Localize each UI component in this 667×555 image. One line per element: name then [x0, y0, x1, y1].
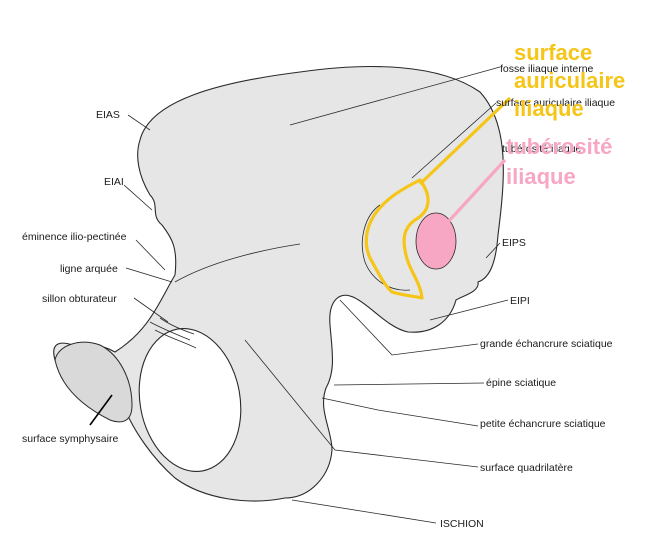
label-eiai: EIAI	[104, 176, 124, 188]
leader-epine	[333, 382, 485, 386]
leader-ligne-arquee	[125, 267, 173, 283]
annotation-tuberosite-line1: tubérosité	[506, 134, 612, 159]
label-eminence-ilio-pectinee: éminence ilio-pectinée	[22, 231, 127, 243]
annotation-surface-auriculaire-line1: surface	[514, 40, 592, 65]
leader-eiai	[123, 184, 153, 211]
label-surface-auriculaire-iliaque: surface auriculaire iliaque	[496, 97, 615, 109]
symphyseal-surface	[54, 341, 133, 423]
label-eipi: EIPI	[510, 295, 530, 307]
annotation-surface-auriculaire-line3: iliaque	[514, 96, 584, 121]
symphysis-pointer	[89, 394, 113, 426]
label-sillon-obturateur: sillon obturateur	[42, 293, 117, 305]
leader-eips	[485, 242, 501, 259]
leader-eias	[127, 114, 151, 131]
arcuate-line	[174, 243, 301, 283]
leader-eipi	[429, 299, 509, 321]
leader-petite-echancrure	[321, 397, 479, 427]
leader-surface-quadrilatere	[244, 339, 479, 468]
tuberosity-pointer	[446, 158, 507, 224]
label-ischion: ISCHION	[440, 518, 484, 530]
label-eips: EIPS	[502, 237, 526, 249]
label-surface-symphysaire: surface symphysaire	[22, 433, 118, 445]
label-fosse-iliaque-interne: fosse iliaque interne	[500, 63, 594, 75]
auricular-pointer	[418, 96, 512, 186]
leader-surface-auriculaire	[411, 102, 497, 179]
iliac-tuberosity-highlight	[415, 212, 457, 270]
annotation-surface-auriculaire-line2: auriculaire	[514, 68, 625, 93]
label-surface-quadrilatere: surface quadrilatère	[480, 462, 573, 474]
annotation-tuberosite-line2: iliaque	[506, 164, 576, 189]
obturator-groove-lines	[149, 317, 197, 349]
auricular-outline	[361, 204, 411, 291]
obturator-foramen	[138, 328, 242, 472]
label-petite-echancrure-sciatique: petite échancrure sciatique	[480, 418, 606, 430]
hip-bone-outline	[53, 65, 504, 502]
label-eias: EIAS	[96, 109, 120, 121]
label-tuberosite-iliaque: tubérosité iliaque	[502, 143, 582, 155]
leader-ischion	[291, 499, 437, 524]
label-ligne-arquee: ligne arquée	[60, 263, 118, 275]
leader-fosse	[289, 66, 501, 126]
label-grande-echancrure-sciatique: grande échancrure sciatique	[480, 338, 613, 350]
leader-eminence	[135, 239, 166, 271]
leader-sillon	[133, 297, 169, 323]
leader-grande-echancrure	[339, 299, 479, 356]
auricular-surface-highlight	[364, 178, 430, 300]
label-epine-sciatique: épine sciatique	[486, 377, 556, 389]
